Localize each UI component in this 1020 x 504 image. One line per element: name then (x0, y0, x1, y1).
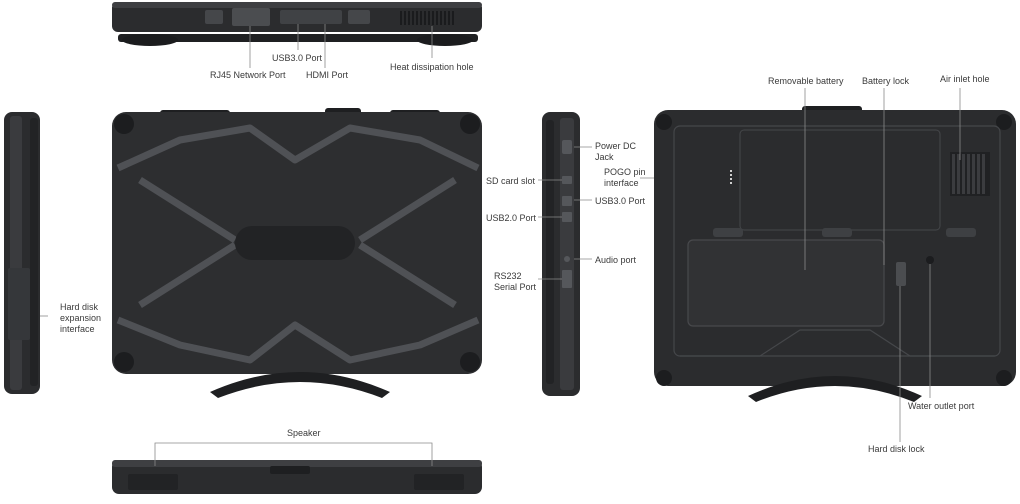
rs232-port (562, 270, 572, 288)
usb-hdmi-port-panel (280, 10, 342, 24)
air-inlet-grille (950, 152, 990, 196)
water-outlet-hole (926, 256, 934, 264)
label-hdd-lock: Hard disk lock (868, 444, 925, 454)
label-usb20: USB2.0 Port (486, 213, 537, 223)
label-hdd-expansion: Hard disk expansion interface (60, 302, 102, 334)
label-water-outlet: Water outlet port (908, 401, 975, 411)
rear-edge-view (112, 2, 482, 68)
lid-top-view (112, 108, 482, 398)
usb30-side-port (562, 196, 572, 206)
label-battery-lock: Battery lock (862, 76, 910, 86)
left-side-view (4, 112, 48, 394)
label-speaker: Speaker (287, 428, 321, 438)
hdd-expansion-bay (8, 268, 30, 340)
label-audio: Audio port (595, 255, 637, 265)
label-usb30-top: USB3.0 Port (272, 53, 323, 63)
label-removable-battery: Removable battery (768, 76, 844, 86)
speaker-grille-right (414, 474, 464, 490)
label-sd-card: SD card slot (486, 176, 536, 186)
rear-port-small (205, 10, 223, 24)
front-edge-view (112, 442, 482, 494)
label-pogo: POGO pin interface (604, 167, 646, 188)
label-air-inlet: Air inlet hole (940, 74, 990, 84)
battery-lock-slider (896, 262, 906, 286)
speaker-grille-left (128, 474, 178, 490)
power-dc-jack (562, 140, 572, 154)
pogo-pins (730, 170, 732, 184)
label-usb30-side: USB3.0 Port (595, 196, 646, 206)
label-power-dc: Power DC Jack (595, 141, 637, 162)
rear-vent-grille (400, 11, 454, 25)
lid-center-badge (235, 226, 355, 260)
label-hdmi: HDMI Port (306, 70, 349, 80)
label-rs232: RS232 Serial Port (494, 271, 537, 292)
sd-card-slot (562, 176, 572, 184)
rj45-port-panel (232, 8, 270, 26)
label-heat: Heat dissipation hole (390, 62, 474, 72)
audio-jack (564, 256, 570, 262)
bottom-handle (748, 376, 922, 402)
bottom-view (654, 88, 1016, 442)
lid-x-stripe (116, 124, 480, 364)
label-rj45: RJ45 Network Port (210, 70, 286, 80)
usb20-port (562, 212, 572, 222)
removable-battery (687, 239, 885, 327)
carry-handle (210, 372, 390, 398)
